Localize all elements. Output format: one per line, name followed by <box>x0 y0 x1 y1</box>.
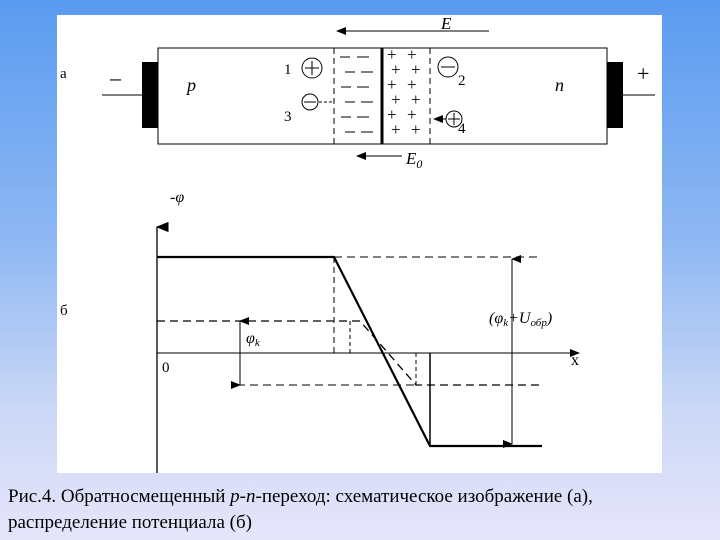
p-region-label: p <box>185 75 196 95</box>
caption-p: p <box>230 486 240 507</box>
caption-dash: - <box>239 486 246 507</box>
carrier-1-hole-icon <box>301 57 323 79</box>
total-label-plus: +U <box>508 310 532 327</box>
carrier-4-label: 4 <box>458 121 466 137</box>
hole-charge: + <box>391 120 401 139</box>
figure: а – + + + + + + + <box>57 15 662 473</box>
internal-field-label: E0 <box>405 149 422 171</box>
hole-charge: + <box>391 60 401 79</box>
depletion-electrons <box>340 56 373 133</box>
phik-label-letter: φ <box>246 330 255 347</box>
depletion-holes: + + + + + + + + + + + + <box>387 45 421 139</box>
total-label-sub-k: k <box>503 317 509 329</box>
hole-charge: + <box>411 90 421 109</box>
caption-part-2: -переход: схематическое изображение (а),… <box>8 486 593 533</box>
carrier-2-electron-icon <box>437 56 459 78</box>
total-label-open: (φ <box>489 310 503 327</box>
total-potential-label: (φk+Uобр) <box>489 310 552 329</box>
hole-charge: + <box>387 45 397 64</box>
equilibrium-potential-curve <box>157 320 542 386</box>
hole-charge: + <box>407 75 417 94</box>
hole-charge: + <box>407 105 417 124</box>
right-sign: + <box>637 61 649 86</box>
internal-field-letter: E <box>405 149 417 168</box>
hole-charge: + <box>387 75 397 94</box>
left-contact <box>142 62 158 128</box>
carrier-3-label: 3 <box>284 109 292 125</box>
hole-charge: + <box>411 120 421 139</box>
hole-charge: + <box>391 90 401 109</box>
right-contact <box>607 62 623 128</box>
carrier-2-label: 2 <box>458 73 466 89</box>
caption-n: n <box>246 486 256 507</box>
figure-caption: Рис.4. Обратносмещенный p-n-переход: схе… <box>8 484 714 536</box>
pn-junction-diagram: а – + + + + + + + <box>60 15 655 473</box>
hole-charge: + <box>387 105 397 124</box>
external-field-label: E <box>440 15 452 33</box>
phik-label: φk <box>246 330 261 349</box>
panel-a-label: а <box>60 66 67 82</box>
internal-field-sub: 0 <box>416 157 422 171</box>
y-axis-label-text: -φ <box>170 189 184 206</box>
carrier-1-label: 1 <box>284 62 292 78</box>
caption-part-1: Рис.4. Обратносмещенный <box>8 486 231 507</box>
phik-label-sub: k <box>255 337 261 349</box>
left-sign: – <box>109 65 122 90</box>
hole-charge: + <box>407 45 417 64</box>
reverse-bias-potential-curve <box>157 255 542 448</box>
total-label-sub-obr: обр <box>530 317 547 329</box>
panel-b-label: б <box>60 303 68 319</box>
hole-charge: + <box>411 60 421 79</box>
y-axis-label: -φ <box>170 189 184 206</box>
n-region-label: n <box>555 75 564 95</box>
x-axis-label: x <box>571 352 579 369</box>
origin-label: 0 <box>162 360 170 376</box>
carrier-3-electron-icon <box>301 93 319 111</box>
total-label-close: ) <box>546 310 552 327</box>
